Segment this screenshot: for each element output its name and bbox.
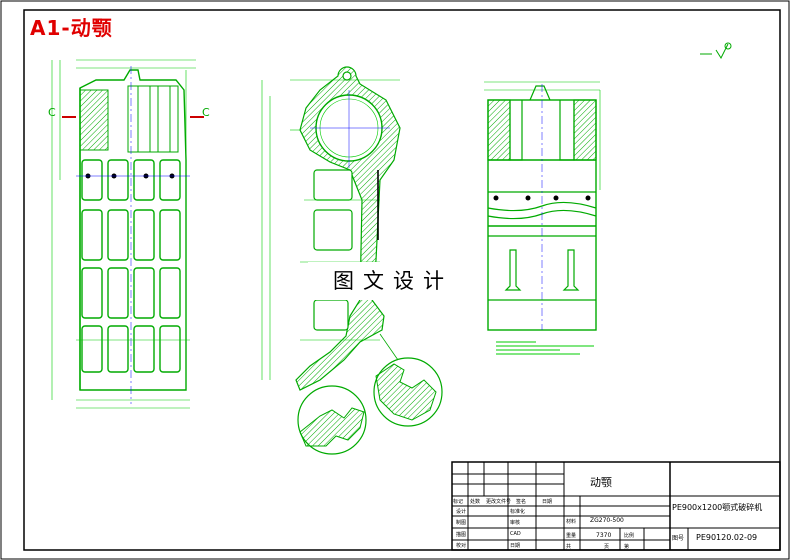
title-block [451,461,781,551]
side-section-view [261,66,401,391]
drawing-title: A1-动颚 [30,16,113,40]
detail-view-a [297,385,367,455]
note-lines [496,341,594,355]
drawing-frame [23,9,781,551]
top-view [484,81,601,331]
roughness-symbol [700,42,732,60]
front-view [51,59,204,409]
detail-view-b [373,357,443,427]
watermark-label: 图文设计 [308,262,478,300]
section-label-right: C [202,106,210,119]
section-label-left: C [48,106,56,119]
